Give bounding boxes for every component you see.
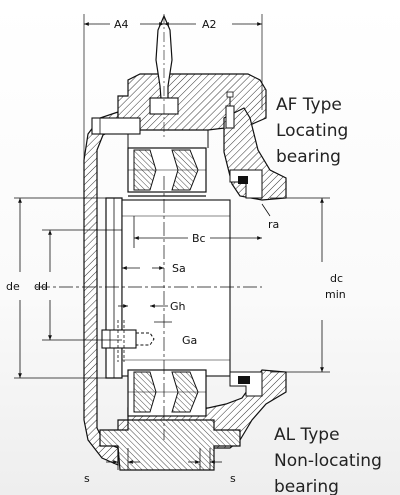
af-type-line1: AF Type <box>276 95 342 115</box>
centerlines <box>36 14 263 440</box>
top-fittings <box>91 14 235 140</box>
al-type-line2: Non-locating <box>274 451 382 471</box>
dim-label-ga: Ga <box>182 334 197 347</box>
bearing-upper <box>127 147 263 199</box>
dim-label-dd: dd <box>34 280 48 293</box>
dim-label-s-left: s <box>84 472 90 485</box>
af-type-line3: bearing <box>276 147 341 167</box>
dim-label-ra: ra <box>268 218 279 231</box>
dim-label-a4: A4 <box>114 18 129 31</box>
al-type-line3: bearing <box>274 477 339 495</box>
dim-label-dc: dc <box>330 272 343 285</box>
bearing-lower <box>127 369 263 417</box>
dim-label-s-right: s <box>230 472 236 485</box>
dim-label-bc: Bc <box>192 232 206 245</box>
dim-label-a2: A2 <box>202 18 217 31</box>
dim-label-de: de <box>6 280 20 293</box>
dimensions <box>14 22 330 470</box>
dim-label-min: min <box>325 288 346 301</box>
al-type-line1: AL Type <box>274 425 340 445</box>
shaft <box>101 199 231 377</box>
dim-label-sa: Sa <box>172 262 186 275</box>
dim-label-gh: Gh <box>170 300 186 313</box>
af-type-line2: Locating <box>276 121 348 141</box>
